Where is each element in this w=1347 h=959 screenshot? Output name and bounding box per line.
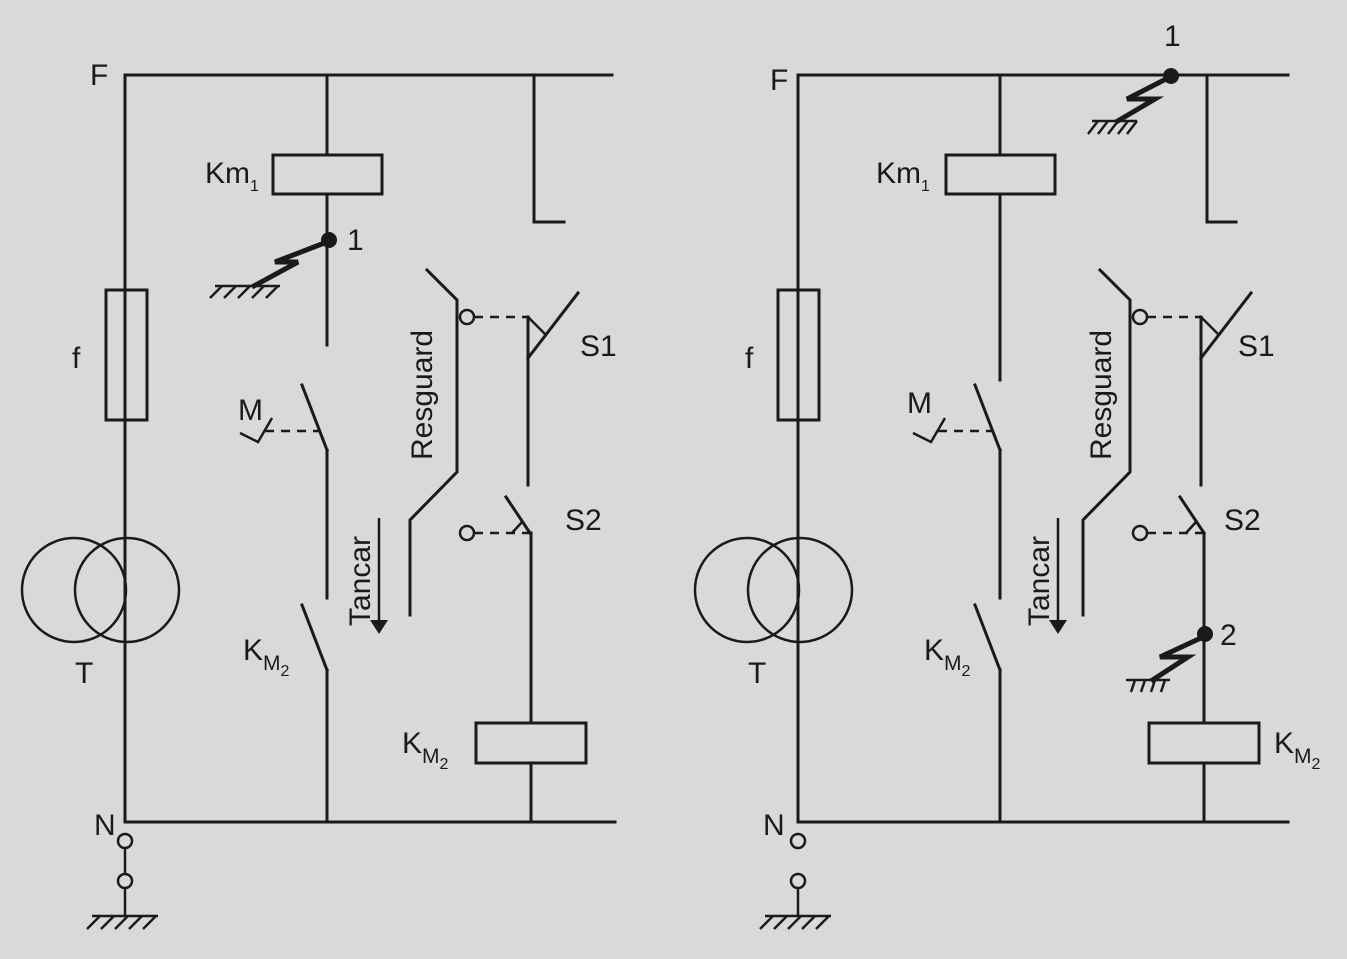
close-arrow-icon — [1049, 518, 1067, 634]
stub-wire — [532, 73, 566, 224]
coil-km2-label: KM2 — [1274, 727, 1321, 773]
phase-label: F — [90, 59, 108, 92]
switch-s2-label: S2 — [565, 504, 602, 537]
transformer-symbol — [20, 536, 181, 644]
coil-km1-label: Km1 — [205, 157, 259, 195]
neutral-label: N — [763, 809, 785, 842]
contact-m — [912, 383, 1002, 600]
coil-km2 — [1147, 721, 1261, 765]
contact-m — [239, 383, 329, 600]
switch-s1 — [458, 290, 581, 487]
transformer-label: T — [75, 657, 93, 690]
phase-line — [123, 73, 614, 822]
switch-s1-label: S1 — [1238, 330, 1275, 363]
transformer-symbol — [693, 536, 854, 644]
neutral-ground-link-open — [789, 832, 807, 916]
close-label: Tancar — [1023, 536, 1056, 626]
coil-km1-label: Km1 — [876, 157, 930, 195]
guard-label: Resguard — [1085, 330, 1118, 460]
fault-2-label: 2 — [1220, 619, 1237, 652]
stub-wire — [1205, 73, 1238, 224]
phase-line — [796, 73, 1290, 822]
switch-s1-label: S1 — [580, 330, 617, 363]
coil-km2 — [474, 721, 588, 765]
fault-2-icon — [1126, 626, 1213, 693]
fuse-symbol — [104, 288, 149, 422]
phase-label: F — [770, 64, 788, 97]
fault-1-icon — [1087, 68, 1179, 135]
fault-1-label: 1 — [1164, 20, 1181, 53]
ground-icon — [759, 914, 831, 930]
switch-s2 — [1131, 494, 1207, 724]
fuse-label: f — [745, 342, 754, 375]
neutral-ground-link — [116, 832, 134, 916]
guard-label: Resguard — [406, 330, 439, 460]
contact-km2 — [973, 603, 1002, 824]
contact-m-label: M — [907, 387, 932, 420]
fault-1-label: 1 — [347, 224, 364, 257]
coil-km2-label: KM2 — [402, 727, 449, 773]
guard-symbol — [408, 267, 459, 617]
fuse-label: f — [72, 342, 81, 375]
contact-km2-label: KM2 — [243, 634, 290, 680]
guard-symbol — [1081, 267, 1132, 617]
coil-km1 — [271, 153, 384, 196]
switch-s1 — [1131, 290, 1254, 487]
close-arrow-icon — [370, 518, 388, 634]
close-label: Tancar — [344, 536, 377, 626]
neutral-label: N — [94, 809, 116, 842]
coil-km1 — [944, 153, 1057, 196]
fuse-symbol — [776, 288, 821, 422]
switch-s2-label: S2 — [1224, 504, 1261, 537]
switch-s2 — [458, 494, 533, 724]
contact-m-label: M — [238, 394, 263, 427]
fault-1-icon — [209, 232, 337, 299]
diagram-right: F N 1 f T — [693, 20, 1321, 930]
contact-km2-label: KM2 — [924, 634, 971, 680]
transformer-label: T — [748, 657, 766, 690]
diagram-left: F N f T Km1 — [20, 59, 617, 930]
contact-km2 — [300, 603, 329, 824]
ground-icon — [86, 914, 158, 930]
